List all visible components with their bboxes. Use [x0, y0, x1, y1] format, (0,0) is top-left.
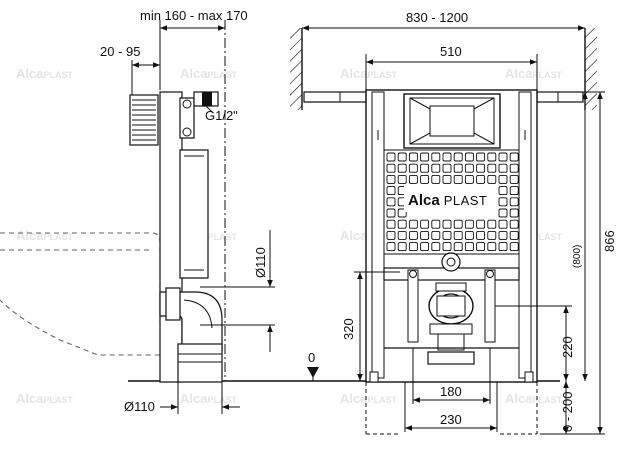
watermark-light: PLAST: [367, 70, 397, 80]
dim-wall-gap: 20 - 95: [100, 44, 140, 59]
cistern-grid: [386, 152, 519, 252]
side-view: min 160 - max 170 20 - 95 G1/2": [0, 8, 560, 414]
dim-wall-span: 830 - 1200: [406, 10, 468, 25]
watermark-bold: Alca: [340, 228, 368, 243]
dim-total-height: 866: [602, 230, 617, 252]
dim-inlet-height: 320: [341, 318, 356, 340]
watermark-bold: Alca: [16, 228, 44, 243]
brand-light: PLAST: [444, 193, 488, 208]
dim-foot-spacing: 230: [440, 412, 462, 427]
dim-side-pipe-diameter: Ø110: [253, 247, 268, 278]
watermark-light: PLAST: [43, 232, 73, 242]
watermark-light: PLAST: [532, 232, 562, 242]
dim-floor-pipe-diameter: Ø110: [124, 399, 155, 414]
svg-text:AlcaPLAST: AlcaPLAST: [16, 391, 73, 406]
watermark-light: PLAST: [43, 70, 73, 80]
svg-text:AlcaPLAST: AlcaPLAST: [340, 66, 397, 81]
dim-thread: G1/2": [205, 108, 238, 123]
dim-total-height-alt: (800): [572, 245, 583, 268]
svg-text:AlcaPLAST: AlcaPLAST: [180, 391, 237, 406]
right-wall-hatch: [585, 28, 597, 110]
dim-side-depth: min 160 - max 170: [140, 8, 248, 23]
watermark-bold: Alca: [505, 66, 533, 81]
watermark-bold: Alca: [16, 66, 44, 81]
brand-logo: Alca PLAST: [408, 192, 487, 209]
dim-frame-width: 510: [440, 44, 462, 59]
svg-text:AlcaPLAST: AlcaPLAST: [505, 66, 562, 81]
svg-text:AlcaPLAST: AlcaPLAST: [180, 66, 237, 81]
watermark-light: PLAST: [532, 395, 562, 405]
left-wall-hatch: [290, 28, 302, 110]
watermark-light: PLAST: [207, 232, 237, 242]
watermark-bold: Alca: [16, 391, 44, 406]
svg-text:AlcaPLAST: AlcaPLAST: [16, 66, 73, 81]
dim-zero-level: 0: [308, 350, 315, 365]
watermark-bold: Alca: [180, 66, 208, 81]
dim-adjust-range: 0 - 200: [560, 392, 575, 432]
watermark-light: PLAST: [367, 395, 397, 405]
svg-text:AlcaPLAST: AlcaPLAST: [505, 391, 562, 406]
svg-text:AlcaPLAST: AlcaPLAST: [340, 391, 397, 406]
svg-text:AlcaPLAST: AlcaPLAST: [16, 228, 73, 243]
watermark-bold: Alca: [340, 391, 368, 406]
front-view: 830 - 1200 510 Alca PLAST: [290, 10, 617, 435]
dim-bolt-spacing: 180: [440, 384, 462, 399]
brand-bold: Alca: [408, 192, 440, 209]
dim-outlet-height: 220: [560, 336, 575, 358]
watermark-light: PLAST: [207, 70, 237, 80]
watermark-bold: Alca: [180, 391, 208, 406]
watermark-light: PLAST: [532, 70, 562, 80]
watermark-bold: Alca: [505, 391, 533, 406]
watermark-bold: Alca: [340, 66, 368, 81]
watermark-light: PLAST: [43, 395, 73, 405]
